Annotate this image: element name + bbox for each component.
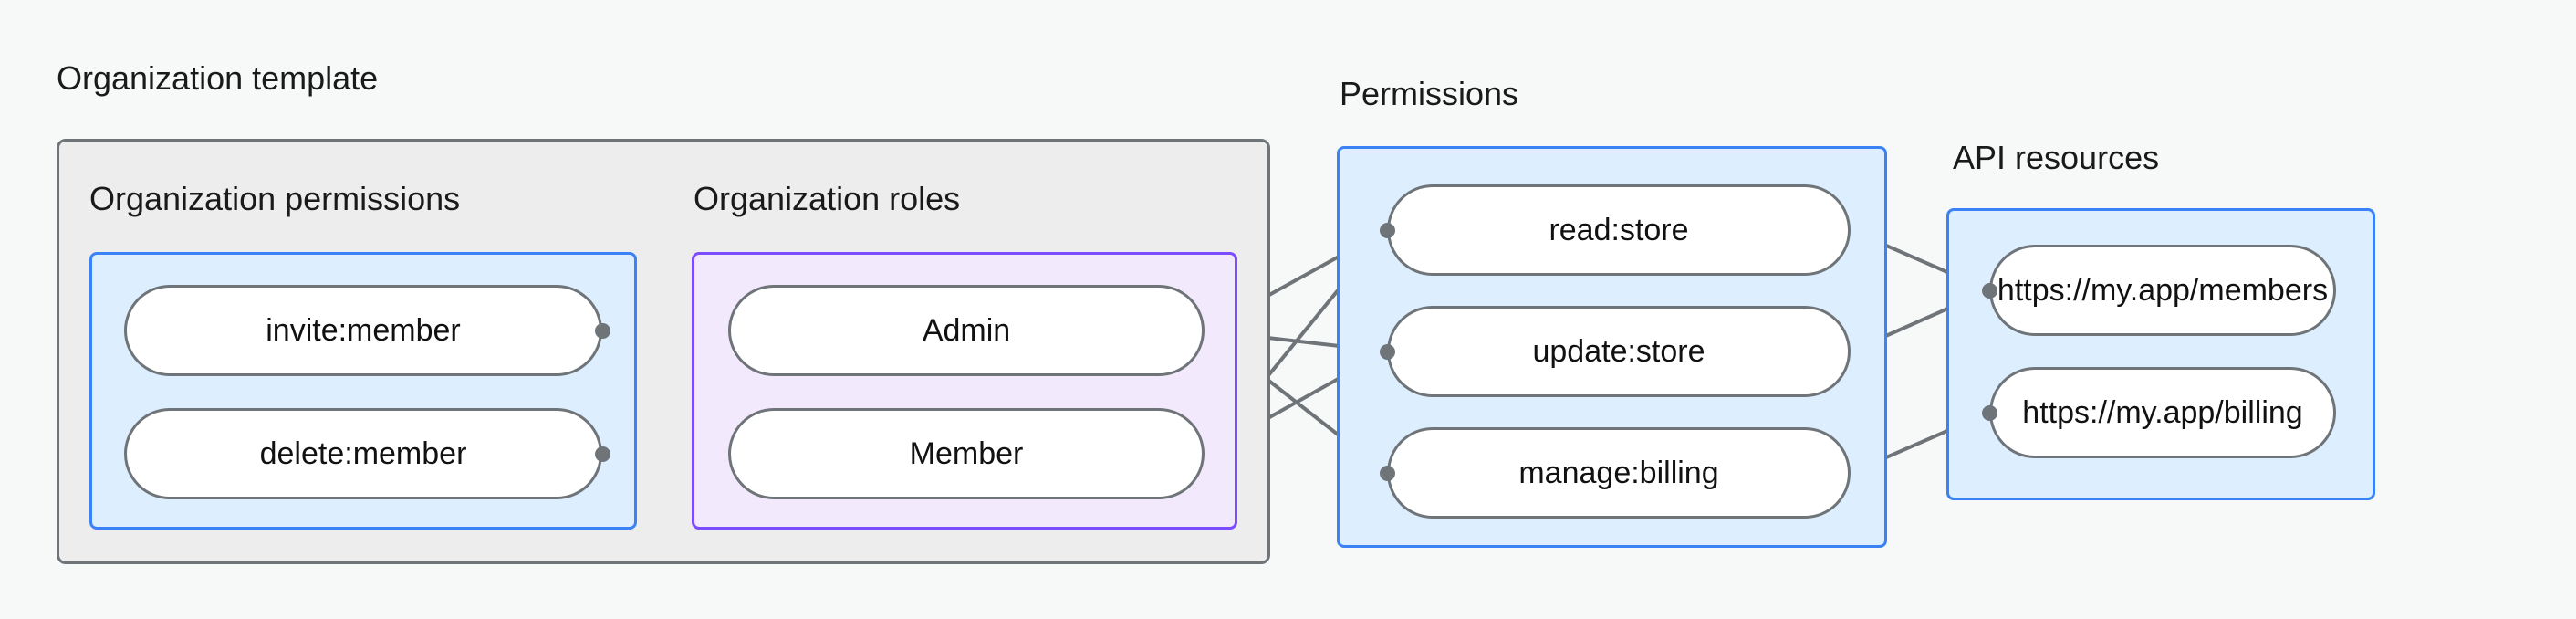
node-billing-url[interactable]: https://my.app/billing — [1989, 367, 2336, 458]
node-members-url[interactable]: https://my.app/members — [1989, 245, 2336, 336]
node-update-store[interactable]: update:store — [1387, 306, 1851, 397]
node-admin-label: Admin — [922, 313, 1011, 348]
node-member[interactable]: Member — [728, 408, 1205, 499]
organization-roles-title: Organization roles — [694, 180, 961, 217]
node-read-store[interactable]: read:store — [1387, 184, 1851, 276]
organization-template-title: Organization template — [57, 59, 379, 97]
port-update-store-in — [1379, 343, 1395, 360]
node-member-label: Member — [909, 436, 1024, 471]
node-manage-billing-label: manage:billing — [1518, 456, 1719, 490]
node-delete-member-label: delete:member — [259, 436, 467, 471]
port-manage-billing-in — [1379, 465, 1395, 481]
node-manage-billing[interactable]: manage:billing — [1387, 427, 1851, 519]
node-admin[interactable]: Admin — [728, 285, 1205, 376]
port-members-url-in — [1981, 282, 1997, 299]
permissions-title: Permissions — [1340, 75, 1519, 112]
node-billing-url-label: https://my.app/billing — [2022, 395, 2303, 430]
organization-permissions-title: Organization permissions — [89, 180, 461, 217]
port-delete-member-out — [594, 446, 610, 462]
api-resources-title: API resources — [1953, 139, 2160, 176]
node-read-store-label: read:store — [1549, 213, 1689, 247]
node-invite-member-label: invite:member — [266, 313, 461, 348]
port-invite-member-out — [594, 322, 610, 339]
node-members-url-label: https://my.app/members — [1997, 273, 2329, 308]
port-read-store-in — [1379, 222, 1395, 238]
port-billing-url-in — [1981, 404, 1997, 421]
node-invite-member[interactable]: invite:member — [124, 285, 602, 376]
node-delete-member[interactable]: delete:member — [124, 408, 602, 499]
node-update-store-label: update:store — [1532, 334, 1705, 369]
